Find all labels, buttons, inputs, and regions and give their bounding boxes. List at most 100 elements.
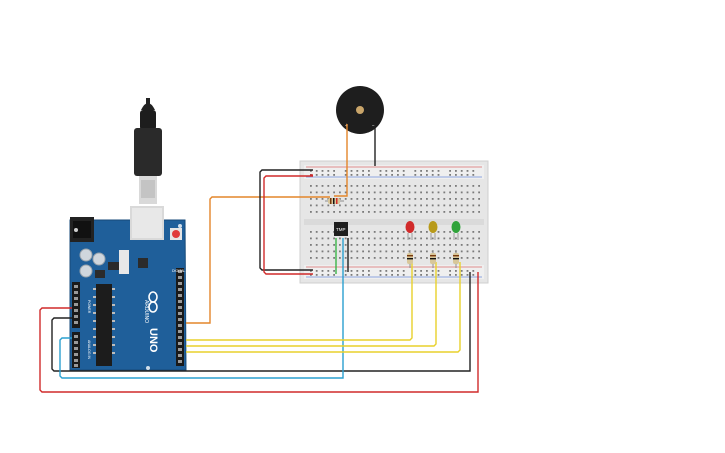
breadboard-hole[interactable] <box>321 191 324 194</box>
breadboard-hole[interactable] <box>379 191 382 194</box>
breadboard-hole[interactable] <box>350 237 353 240</box>
breadboard-hole[interactable] <box>478 211 480 213</box>
wire-tmp-a0[interactable] <box>59 238 344 379</box>
breadboard-hole[interactable] <box>368 274 370 276</box>
breadboard-hole[interactable] <box>310 237 312 240</box>
breadboard-hole[interactable] <box>321 250 324 253</box>
breadboard-hole[interactable] <box>478 257 480 259</box>
breadboard-hole[interactable] <box>431 244 434 246</box>
breadboard-hole[interactable] <box>373 250 376 253</box>
breadboard-hole[interactable] <box>368 257 370 259</box>
breadboard-hole[interactable] <box>449 191 451 194</box>
breadboard-hole[interactable] <box>379 231 382 233</box>
breadboard-hole[interactable] <box>397 174 399 176</box>
breadboard-hole[interactable] <box>362 211 364 213</box>
breadboard-hole[interactable] <box>402 244 405 246</box>
breadboard-hole[interactable] <box>426 185 428 187</box>
resistor-led-red[interactable] <box>407 250 413 268</box>
breadboard-hole[interactable] <box>344 274 347 276</box>
breadboard-hole[interactable] <box>356 174 359 176</box>
breadboard-hole[interactable] <box>414 198 417 200</box>
breadboard-hole[interactable] <box>356 244 359 246</box>
breadboard-hole[interactable] <box>431 174 434 176</box>
breadboard-hole[interactable] <box>333 211 335 213</box>
breadboard-hole[interactable] <box>402 185 405 187</box>
breadboard-hole[interactable] <box>379 198 382 200</box>
breadboard-hole[interactable] <box>356 231 359 233</box>
breadboard-hole[interactable] <box>420 231 422 233</box>
breadboard-hole[interactable] <box>327 211 330 213</box>
breadboard-hole[interactable] <box>373 244 376 246</box>
breadboard-hole[interactable] <box>426 274 428 276</box>
breadboard-hole[interactable] <box>333 270 335 272</box>
breadboard-hole[interactable] <box>478 204 480 207</box>
breadboard-hole[interactable] <box>414 174 417 176</box>
breadboard-hole[interactable] <box>391 270 393 272</box>
breadboard-hole[interactable] <box>315 204 318 207</box>
breadboard-hole[interactable] <box>449 270 451 272</box>
breadboard-hole[interactable] <box>466 204 469 207</box>
breadboard-hole[interactable] <box>466 231 469 233</box>
breadboard-hole[interactable] <box>356 204 359 207</box>
breadboard-hole[interactable] <box>339 191 341 194</box>
breadboard-hole[interactable] <box>397 250 399 253</box>
breadboard-hole[interactable] <box>310 257 312 259</box>
wire-led-green[interactable] <box>186 262 461 353</box>
breadboard-hole[interactable] <box>373 257 376 259</box>
breadboard-hole[interactable] <box>437 198 440 200</box>
breadboard-hole[interactable] <box>327 244 330 246</box>
breadboard-hole[interactable] <box>315 198 318 200</box>
breadboard-hole[interactable] <box>356 170 359 172</box>
breadboard-hole[interactable] <box>385 185 388 187</box>
breadboard-hole[interactable] <box>443 198 446 200</box>
breadboard-hole[interactable] <box>443 204 446 207</box>
breadboard-hole[interactable] <box>397 237 399 240</box>
breadboard-hole[interactable] <box>455 270 457 272</box>
breadboard-hole[interactable] <box>368 174 370 176</box>
usb-cable[interactable] <box>134 98 162 204</box>
breadboard-hole[interactable] <box>315 257 318 259</box>
breadboard-hole[interactable] <box>397 198 399 200</box>
breadboard-hole[interactable] <box>443 250 446 253</box>
breadboard-hole[interactable] <box>310 170 312 172</box>
breadboard-hole[interactable] <box>431 198 434 200</box>
breadboard-hole[interactable] <box>344 244 347 246</box>
breadboard-hole[interactable] <box>443 257 446 259</box>
resistor-led-yellow[interactable] <box>430 250 436 268</box>
breadboard-hole[interactable] <box>426 244 428 246</box>
breadboard-hole[interactable] <box>460 274 463 276</box>
breadboard-hole[interactable] <box>426 204 428 207</box>
breadboard-hole[interactable] <box>443 244 446 246</box>
breadboard-hole[interactable] <box>420 204 422 207</box>
breadboard-hole[interactable] <box>350 231 353 233</box>
breadboard-hole[interactable] <box>362 198 364 200</box>
breadboard-hole[interactable] <box>327 204 330 207</box>
breadboard-hole[interactable] <box>408 198 411 200</box>
breadboard-hole[interactable] <box>460 185 463 187</box>
breadboard-hole[interactable] <box>356 237 359 240</box>
breadboard-hole[interactable] <box>385 198 388 200</box>
breadboard-hole[interactable] <box>333 174 335 176</box>
breadboard-hole[interactable] <box>373 237 376 240</box>
breadboard-hole[interactable] <box>460 211 463 213</box>
breadboard-hole[interactable] <box>455 274 457 276</box>
breadboard-hole[interactable] <box>460 250 463 253</box>
breadboard-hole[interactable] <box>402 274 405 276</box>
breadboard-hole[interactable] <box>397 274 399 276</box>
breadboard-hole[interactable] <box>472 211 475 213</box>
breadboard-hole[interactable] <box>478 244 480 246</box>
breadboard-hole[interactable] <box>385 191 388 194</box>
breadboard-hole[interactable] <box>315 174 318 176</box>
breadboard-hole[interactable] <box>466 250 469 253</box>
breadboard-hole[interactable] <box>402 237 405 240</box>
breadboard-hole[interactable] <box>472 237 475 240</box>
breadboard-hole[interactable] <box>408 237 411 240</box>
breadboard-hole[interactable] <box>420 257 422 259</box>
breadboard-hole[interactable] <box>373 231 376 233</box>
breadboard-hole[interactable] <box>391 191 393 194</box>
breadboard-hole[interactable] <box>315 237 318 240</box>
breadboard-hole[interactable] <box>379 244 382 246</box>
breadboard-hole[interactable] <box>350 198 353 200</box>
breadboard-hole[interactable] <box>466 244 469 246</box>
breadboard-hole[interactable] <box>315 270 318 272</box>
